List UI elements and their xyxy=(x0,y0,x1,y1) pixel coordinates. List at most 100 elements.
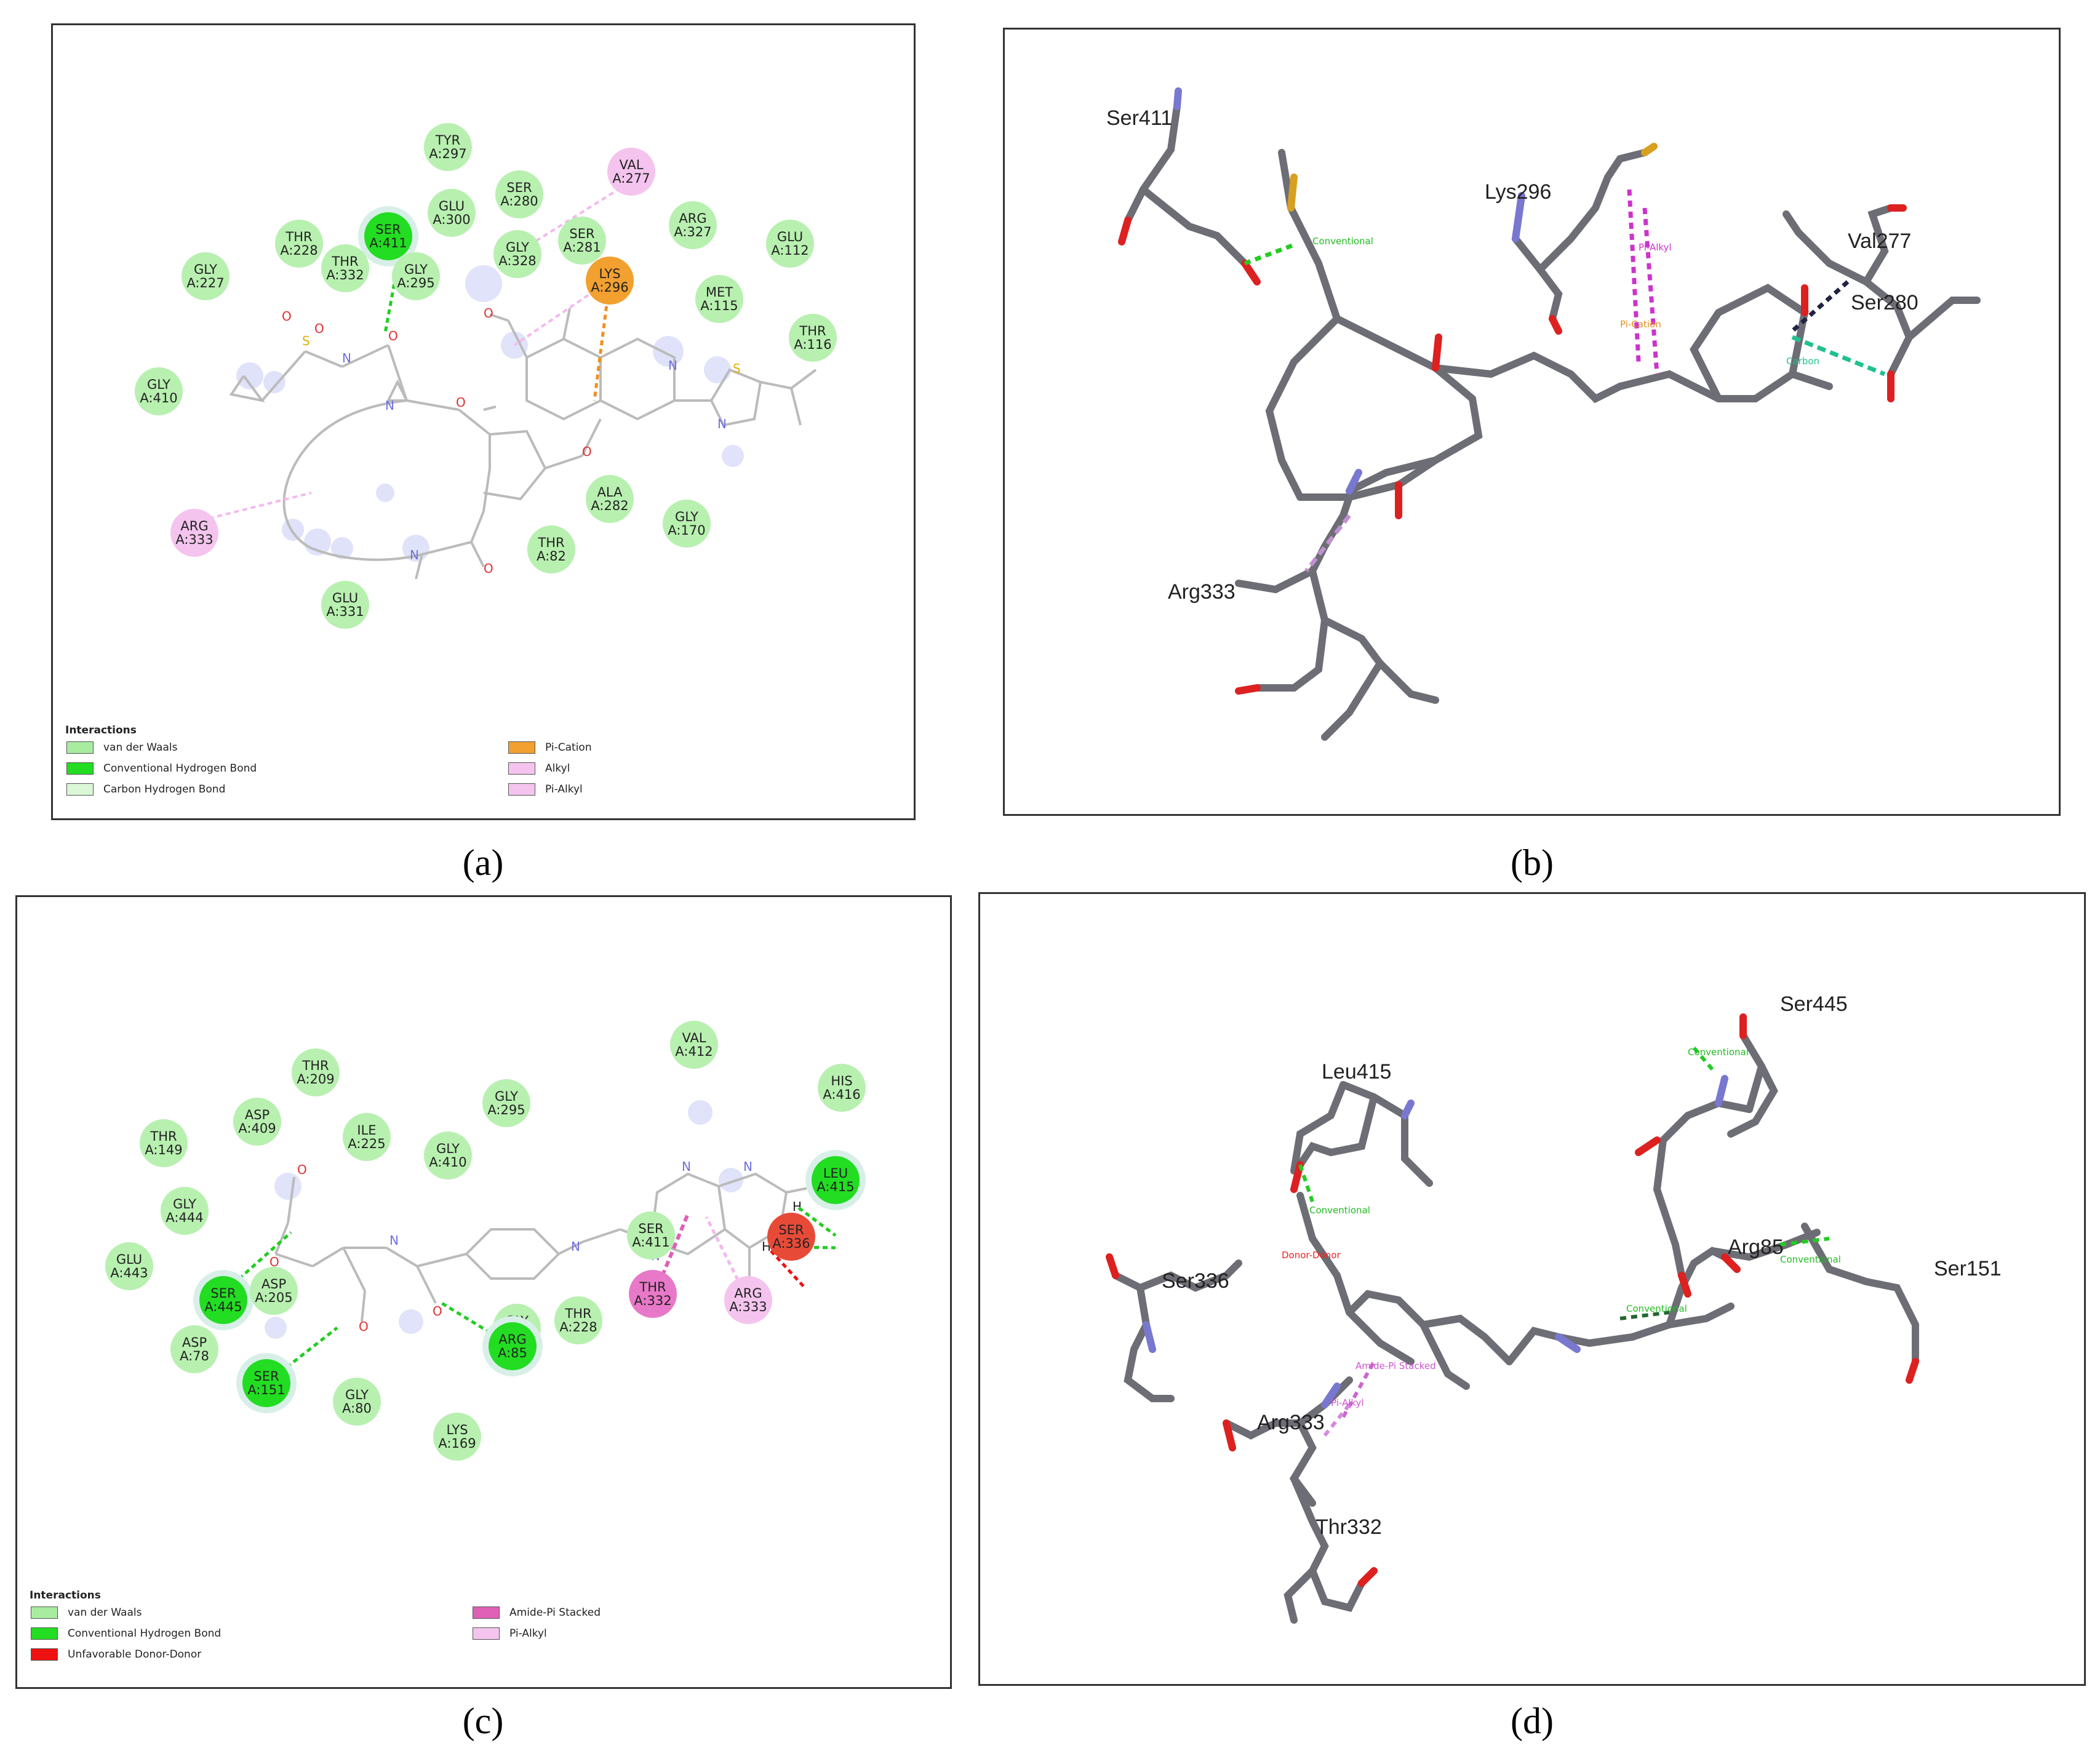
interaction-label-pi-cation: Pi-Cation xyxy=(1620,319,1661,330)
residue-name: GLY xyxy=(345,1387,369,1402)
residue-name: GLY xyxy=(494,1089,518,1104)
interaction-label-carbon: Carbon xyxy=(1786,356,1820,367)
interaction-label-pi-alkyl: Pi-Alkyl xyxy=(1331,1397,1364,1408)
legend-label: Pi-Cation xyxy=(545,741,592,754)
legend-swatch xyxy=(508,741,535,754)
legend-item: Pi-Alkyl xyxy=(508,783,583,796)
legend-label: Alkyl xyxy=(545,762,570,775)
residue-name: SER xyxy=(506,180,532,195)
svg-text:H: H xyxy=(792,1199,802,1214)
interaction-label-conventional-1: Conventional xyxy=(1309,1205,1370,1216)
residue-id: A:151 xyxy=(247,1383,285,1397)
svg-text:O: O xyxy=(269,1255,279,1269)
residue-name: GLY xyxy=(193,262,217,277)
legend-title: Interactions xyxy=(30,1589,101,1602)
svg-text:N: N xyxy=(342,351,351,365)
residue-id: A:331 xyxy=(326,604,364,619)
label-ser280: Ser280 xyxy=(1851,291,1918,314)
svg-text:N: N xyxy=(743,1159,753,1174)
interaction-label-amide-pi: Amide-Pi Stacked xyxy=(1355,1360,1436,1371)
residue-id: A:227 xyxy=(186,276,225,290)
residue-id: A:149 xyxy=(145,1143,183,1157)
residue-id: A:327 xyxy=(674,225,712,239)
residue-name: THR xyxy=(285,229,313,244)
svg-text:N: N xyxy=(389,1233,399,1248)
label-ser336: Ser336 xyxy=(1162,1269,1229,1293)
svg-text:N: N xyxy=(385,398,394,413)
residue-name: LYS xyxy=(446,1423,468,1437)
svg-text:O: O xyxy=(484,561,493,576)
residue-id: A:410 xyxy=(429,1155,467,1170)
residue-name: LEU xyxy=(823,1166,848,1181)
residue-id: A:228 xyxy=(559,1320,597,1335)
svg-text:O: O xyxy=(297,1162,307,1177)
residue-id: A:445 xyxy=(204,1299,242,1314)
interaction-label-conventional-2: Conventional xyxy=(1688,1047,1749,1058)
residue-name: ASP xyxy=(261,1277,287,1291)
panel-c-2d-interaction-diagram: O O O O N N N N N O N H H VALA:412THRA:2… xyxy=(15,895,952,1689)
legend-swatch xyxy=(31,1627,58,1640)
residue-name: ARG xyxy=(734,1286,762,1301)
svg-text:O: O xyxy=(582,444,592,459)
legend-label: Carbon Hydrogen Bond xyxy=(103,783,226,796)
legend-label: Pi-Alkyl xyxy=(545,783,583,796)
caption-d: (d) xyxy=(1511,1701,1554,1741)
residue-name: SER xyxy=(569,226,595,241)
residue-id: A:332 xyxy=(326,268,364,282)
caption-c: (c) xyxy=(462,1701,504,1741)
residue-name: ASP xyxy=(244,1107,270,1122)
svg-text:N: N xyxy=(410,548,419,562)
residue-id: A:411 xyxy=(632,1235,670,1250)
residue-name: GLY xyxy=(146,377,170,392)
residue-id: A:281 xyxy=(563,240,601,255)
legend-swatch xyxy=(508,762,535,775)
residue-name: TYR xyxy=(435,133,461,148)
svg-text:O: O xyxy=(484,306,493,321)
legend-swatch xyxy=(473,1627,500,1640)
label-arg85: Arg85 xyxy=(1728,1235,1784,1259)
residue-name: THR xyxy=(150,1129,177,1144)
residue-id: A:443 xyxy=(110,1266,148,1280)
svg-text:S: S xyxy=(302,333,310,348)
svg-text:O: O xyxy=(359,1319,369,1334)
legend-label: Conventional Hydrogen Bond xyxy=(68,1627,222,1640)
label-arg333: Arg333 xyxy=(1257,1411,1325,1434)
interaction-label-pi-alkyl: Pi-Alkyl xyxy=(1639,242,1672,253)
legend-item: Amide-Pi Stacked xyxy=(473,1606,601,1619)
panel-b-molecule-render xyxy=(1118,87,1981,741)
legend-label: Unfavorable Donor-Donor xyxy=(68,1648,202,1661)
label-thr332: Thr332 xyxy=(1315,1515,1382,1539)
residue-id: A:115 xyxy=(700,298,738,313)
legend-item: van der Waals xyxy=(66,741,177,754)
residue-id: A:415 xyxy=(816,1179,855,1194)
caption-a: (a) xyxy=(462,842,504,883)
label-arg333: Arg333 xyxy=(1168,580,1236,604)
legend-swatch xyxy=(66,783,94,796)
residue-id: A:409 xyxy=(238,1121,276,1136)
interaction-label-conventional-4: Conventional xyxy=(1626,1303,1687,1314)
interaction-label-donor-donor: Donor-Donor xyxy=(1282,1250,1341,1261)
